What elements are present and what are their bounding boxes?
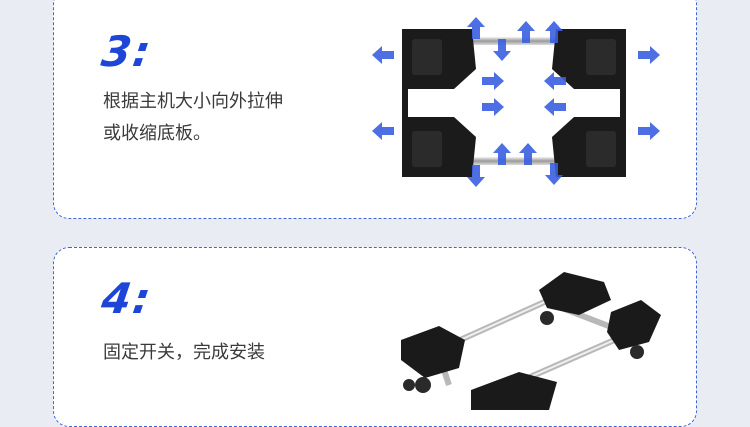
step-description-line: 或收缩底板。 (103, 123, 211, 144)
metal-bar (414, 37, 614, 45)
step-number: 3: (98, 27, 156, 76)
step-card-3: 3: 根据主机大小向外拉伸 或收缩底板。 (53, 0, 697, 219)
wheel (630, 345, 644, 359)
wheel (415, 377, 431, 393)
step-description: 根据主机大小向外拉伸 或收缩底板。 (103, 86, 333, 150)
wheel (403, 379, 415, 391)
step-description-line: 根据主机大小向外拉伸 (103, 91, 283, 112)
arrow-right-icon (638, 122, 660, 140)
corner-plate (607, 300, 661, 350)
arrow-left-icon (544, 98, 566, 116)
corner-plate (471, 372, 557, 410)
arrow-right-icon (482, 72, 504, 90)
step-card-4: 4: 固定开关，完成安装 (53, 247, 697, 427)
step-description-line: 固定开关，完成安装 (103, 342, 265, 363)
metal-bar (414, 157, 614, 165)
stand-with-wheels-illustration (401, 272, 661, 410)
arrow-left-icon (372, 46, 394, 64)
stand-adjust-arrows-illustration (372, 17, 660, 187)
step-number: 4: (98, 274, 156, 323)
step-description: 固定开关，完成安装 (103, 337, 265, 369)
arrow-right-icon (482, 98, 504, 116)
arrow-left-icon (372, 122, 394, 140)
arrow-right-icon (638, 46, 660, 64)
wheel (540, 311, 554, 325)
metal-bar (448, 299, 550, 346)
corner-plate (401, 326, 465, 378)
corner-plate (539, 272, 611, 315)
